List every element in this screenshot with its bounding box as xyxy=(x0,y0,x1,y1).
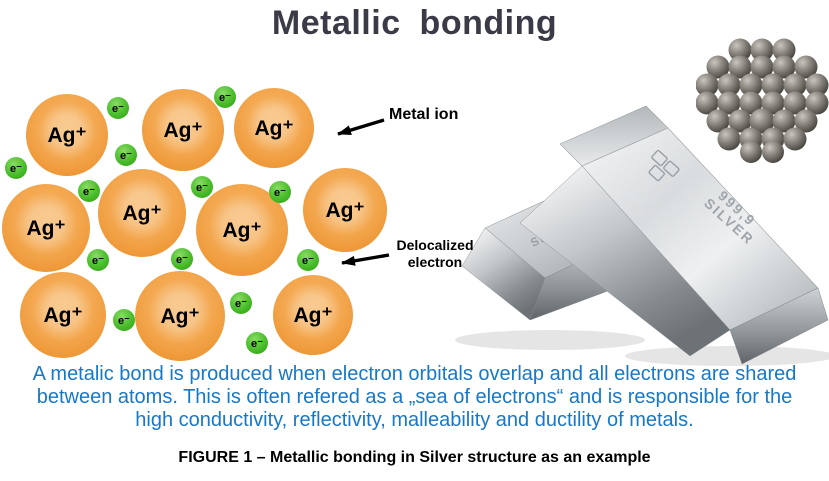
figure-caption: FIGURE 1 – Metallic bonding in Silver st… xyxy=(178,449,651,466)
silver-ion: Ag⁺ xyxy=(234,88,314,168)
silver-ion: Ag⁺ xyxy=(98,169,186,257)
electron-label: e⁻ xyxy=(83,185,95,198)
ion-label: Ag⁺ xyxy=(122,201,162,225)
paragraph-line: A metalic bond is produced when electron… xyxy=(32,363,797,385)
electron-label: e⁻ xyxy=(302,254,314,267)
electron: e⁻ xyxy=(115,144,137,166)
silver-ion: Ag⁺ xyxy=(273,275,353,355)
electron: e⁻ xyxy=(269,181,291,203)
delocalized-electron-label: Delocalized electron xyxy=(396,237,474,270)
electron: e⁻ xyxy=(5,157,27,179)
electron: e⁻ xyxy=(107,97,129,119)
metallic-bonding-diagram: Ag⁺ Ag⁺ Ag⁺ Ag⁺ Ag⁺ Ag⁺ Ag⁺ Ag⁺ Ag⁺ Ag⁺ … xyxy=(0,56,480,366)
description-paragraph: A metalic bond is produced when electron… xyxy=(0,363,829,432)
electron-label: e⁻ xyxy=(120,149,132,162)
electron-label: e⁻ xyxy=(92,254,104,267)
page-title: Metallic bonding xyxy=(271,4,558,42)
electron-label: e⁻ xyxy=(196,181,208,194)
electron: e⁻ xyxy=(113,309,135,331)
electron-label: e⁻ xyxy=(10,162,22,175)
silver-bar-front: 999,9 SILVER xyxy=(519,105,829,365)
silver-ion: Ag⁺ xyxy=(2,184,90,272)
electron-label: e⁻ xyxy=(274,186,286,199)
paragraph-line: high conductivity, reflectivity, malleab… xyxy=(135,409,694,431)
electron: e⁻ xyxy=(171,248,193,270)
silver-ion: Ag⁺ xyxy=(303,168,387,252)
silver-bars-illustration: 999,9 SILVER 999,9 SILVER xyxy=(455,105,829,366)
ion-label: Ag⁺ xyxy=(254,116,294,140)
electron: e⁻ xyxy=(191,176,213,198)
electron-label: e⁻ xyxy=(176,253,188,266)
electron: e⁻ xyxy=(246,332,268,354)
mint-logo xyxy=(648,149,680,182)
ion-label: Ag⁺ xyxy=(47,123,87,147)
electron-label: e⁻ xyxy=(112,102,124,115)
paragraph-line: between atoms. This is often refered as … xyxy=(36,386,793,408)
ion-label: Ag⁺ xyxy=(160,304,200,328)
ion-label: Ag⁺ xyxy=(163,118,203,142)
metal-ion-label: Metal ion xyxy=(389,106,459,123)
electron-label: e⁻ xyxy=(235,297,247,310)
silver-ion: Ag⁺ xyxy=(142,89,224,171)
ion-label: Ag⁺ xyxy=(293,303,333,327)
silver-ion: Ag⁺ xyxy=(26,94,108,176)
electron: e⁻ xyxy=(297,249,319,271)
silver-ion: Ag⁺ xyxy=(20,272,106,358)
ion-label: Ag⁺ xyxy=(43,303,83,327)
silver-ion: Ag⁺ xyxy=(135,271,225,361)
electron: e⁻ xyxy=(87,249,109,271)
electron-label: e⁻ xyxy=(251,337,263,350)
atom-spheres xyxy=(696,38,829,163)
electron-label: e⁻ xyxy=(219,91,231,104)
electron: e⁻ xyxy=(78,180,100,202)
ion-label: Ag⁺ xyxy=(325,198,365,222)
electron-label: e⁻ xyxy=(118,314,130,327)
crystal-structure-illustration xyxy=(696,38,829,163)
ion-label: Ag⁺ xyxy=(26,216,66,240)
electron: e⁻ xyxy=(214,86,236,108)
electron: e⁻ xyxy=(230,292,252,314)
ion-label: Ag⁺ xyxy=(222,218,262,242)
